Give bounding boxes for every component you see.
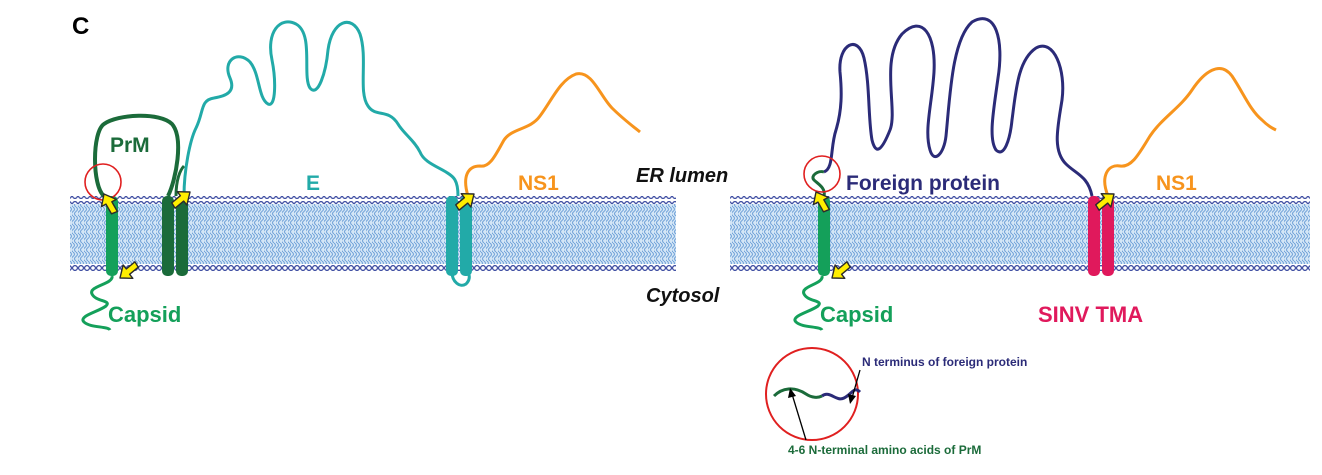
ns1-loop-left bbox=[464, 72, 641, 197]
sinv-tma-label: SINV TMA bbox=[1038, 302, 1143, 327]
inset-foreign-segment bbox=[821, 388, 862, 401]
inset-prm-segment bbox=[772, 387, 823, 399]
inset-prm-aa-label: 4-6 N-terminal amino acids of PrM bbox=[788, 443, 981, 457]
ns1-label-right: NS1 bbox=[1156, 172, 1197, 195]
prm-e-connector bbox=[174, 164, 186, 197]
foreign-protein-loops bbox=[823, 17, 1094, 197]
capsid-tail-right bbox=[793, 275, 824, 332]
foreign-protein-label: Foreign protein bbox=[846, 172, 1000, 195]
inset-zoom: N terminus of foreign protein 4-6 N-term… bbox=[765, 347, 1027, 457]
cleavage-circle-right bbox=[803, 155, 841, 193]
inset-n-terminus-label: N terminus of foreign protein bbox=[862, 355, 1027, 369]
e-tm-1 bbox=[446, 196, 458, 276]
capsid-label-right: Capsid bbox=[820, 302, 893, 327]
inset-arrow-down bbox=[851, 369, 861, 399]
capsid-tm-left bbox=[106, 196, 118, 276]
prm-tm-1 bbox=[162, 196, 174, 276]
e-tm-2 bbox=[460, 196, 472, 276]
er-lumen-label: ER lumen bbox=[636, 165, 728, 187]
inset-arrowhead-up bbox=[788, 388, 796, 398]
cytosol-label: Cytosol bbox=[646, 285, 720, 307]
e-protein-loops bbox=[182, 20, 460, 197]
prm-stub-right bbox=[811, 170, 826, 197]
membrane-right bbox=[730, 196, 1310, 272]
panel-label: C bbox=[72, 13, 89, 40]
capsid-label-left: Capsid bbox=[108, 302, 181, 327]
capsid-tm-right bbox=[818, 196, 830, 276]
ns1-label-left: NS1 bbox=[518, 172, 559, 195]
sinv-tma-1 bbox=[1088, 196, 1100, 276]
membrane-left bbox=[70, 196, 676, 272]
inset-circle bbox=[765, 347, 859, 441]
e-label: E bbox=[306, 172, 320, 195]
prm-tm-2 bbox=[176, 196, 188, 276]
inset-arrow-up bbox=[791, 393, 807, 441]
capsid-tail-left bbox=[81, 275, 114, 332]
prm-loop bbox=[93, 113, 181, 198]
sinv-tma-2 bbox=[1102, 196, 1114, 276]
prm-label: PrM bbox=[110, 134, 150, 157]
inset-arrowhead-down bbox=[848, 394, 856, 404]
ns1-loop-right bbox=[1103, 67, 1277, 197]
